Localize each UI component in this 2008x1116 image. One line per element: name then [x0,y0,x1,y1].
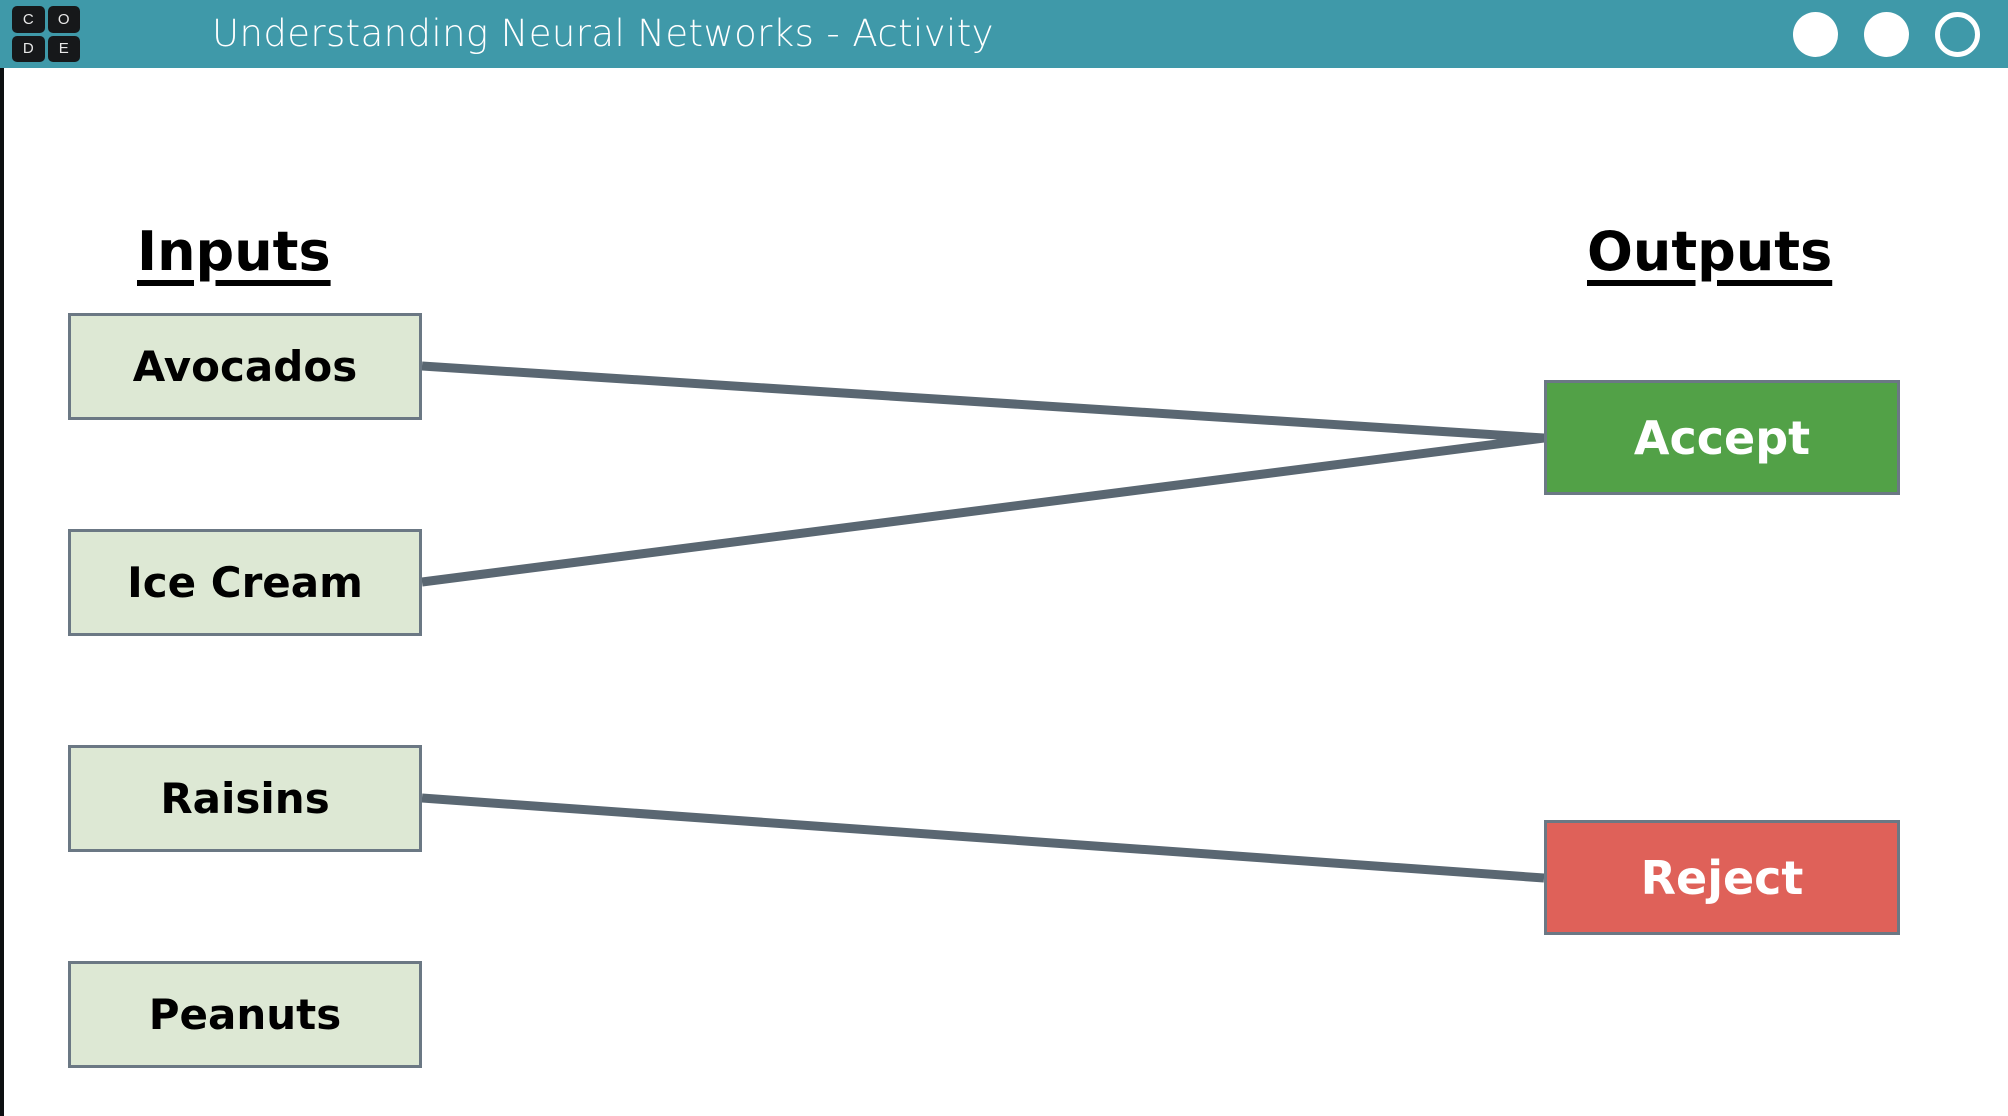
output-node-reject[interactable]: Reject [1544,820,1900,935]
diagram-canvas: Inputs Outputs Avocados Ice Cream Raisin… [0,68,2008,1116]
window-controls [1793,0,1980,68]
logo-letter-d: D [12,35,45,62]
input-node-peanuts[interactable]: Peanuts [68,961,422,1068]
edge-raisins-reject [421,793,1545,883]
outputs-column-heading: Outputs [1587,220,1833,283]
edge-icecream-accept [421,433,1545,587]
inputs-column-heading: Inputs [137,220,331,283]
window-control-filled-2-icon[interactable] [1864,11,1909,57]
input-node-avocados[interactable]: Avocados [68,313,422,420]
logo-letter-c: C [12,6,45,33]
logo-letter-e: E [47,35,80,62]
window-control-filled-1-icon[interactable] [1793,11,1838,57]
code-org-logo: C O D E [12,6,80,62]
page-title: Understanding Neural Networks - Activity [212,12,994,55]
output-node-accept[interactable]: Accept [1544,380,1900,495]
window-control-outline-icon[interactable] [1935,11,1980,57]
edge-avocados-accept [421,361,1545,443]
logo-letter-o: O [47,6,80,33]
input-node-ice-cream[interactable]: Ice Cream [68,529,422,636]
app-title-bar: C O D E Understanding Neural Networks - … [0,0,2008,68]
input-node-raisins[interactable]: Raisins [68,745,422,852]
